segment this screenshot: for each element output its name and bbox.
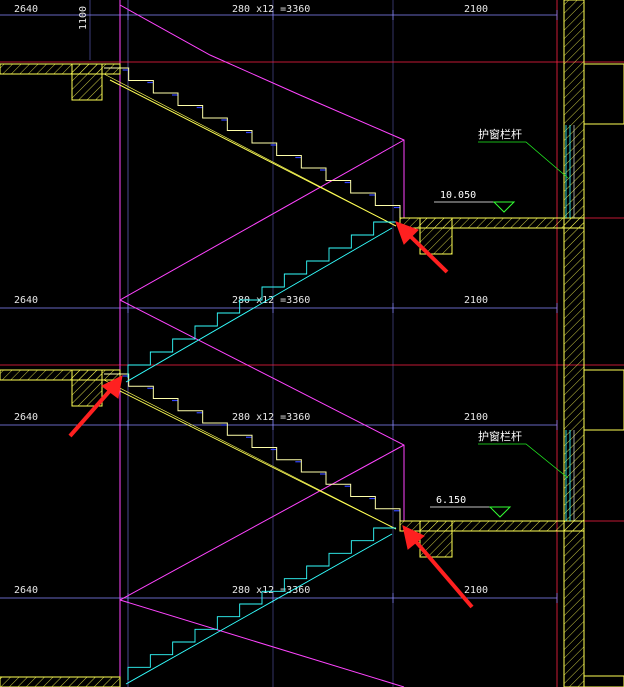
- dimension-texts: 2640 280 x12 =3360 2100 1100 2640 280 x1…: [14, 4, 488, 596]
- projected-line-b: [125, 533, 393, 685]
- level-lines: [0, 61, 624, 522]
- landing-upper-beam: [419, 217, 453, 255]
- stair-soffit-b: [109, 385, 397, 530]
- slab-bottom-left: [0, 676, 121, 687]
- stair-hatch-b: [103, 379, 393, 528]
- arrow-callout-2: [68, 375, 123, 438]
- dim-top-vertical: 1100: [78, 6, 89, 30]
- dim-left-1: 2640: [14, 4, 38, 15]
- callout-arrows: [68, 221, 474, 609]
- dim-left-4: 2640: [14, 585, 38, 596]
- dim-stair-3: 280 x12 =3360: [232, 412, 310, 423]
- dim-right-4: 2100: [464, 585, 488, 596]
- section-outlines: [119, 0, 405, 687]
- elevation-label-upper: 10.050: [440, 190, 476, 201]
- dim-left-2: 2640: [14, 295, 38, 306]
- elevation-label-lower: 6.150: [436, 495, 466, 506]
- slab-upper-left: [0, 63, 121, 75]
- stair-flight-b: [104, 373, 401, 521]
- guardrail-annotation-lower: 护窗栏杆: [478, 429, 569, 479]
- stair-hatch-a: [103, 73, 393, 225]
- dim-left-3: 2640: [14, 412, 38, 423]
- projected-line-a: [125, 227, 393, 383]
- projected-flight-b: [127, 527, 396, 680]
- stair-soffit-a: [109, 79, 397, 227]
- elevation-marker-upper: 10.050: [434, 190, 516, 213]
- dim-stair-2: 280 x12 =3360: [232, 295, 310, 306]
- guardrail-annotation-upper: 护窗栏杆: [478, 127, 569, 179]
- projected-flight-a: [127, 221, 396, 378]
- guardrail-label-upper: 护窗栏杆: [478, 127, 522, 141]
- floor-slabs: [0, 63, 585, 687]
- guardrail-label-lower: 护窗栏杆: [478, 429, 522, 443]
- slab-lower-left: [0, 369, 121, 381]
- stair-flight-a: [104, 67, 401, 218]
- slab-lower-left-beam: [71, 369, 103, 407]
- arrow-callout-3: [402, 525, 474, 609]
- slab-upper-left-beam: [71, 63, 103, 101]
- stair-flights: [103, 67, 401, 685]
- arrow-callout-1: [395, 221, 449, 274]
- dim-stair-4: 280 x12 =3360: [232, 585, 310, 596]
- dim-right-2: 2100: [464, 295, 488, 306]
- dim-right-3: 2100: [464, 412, 488, 423]
- dim-stair-1: 280 x12 =3360: [232, 4, 310, 15]
- elevation-marker-lower: 6.150: [430, 495, 512, 518]
- dim-right-1: 2100: [464, 4, 488, 15]
- wall-right: [563, 0, 624, 687]
